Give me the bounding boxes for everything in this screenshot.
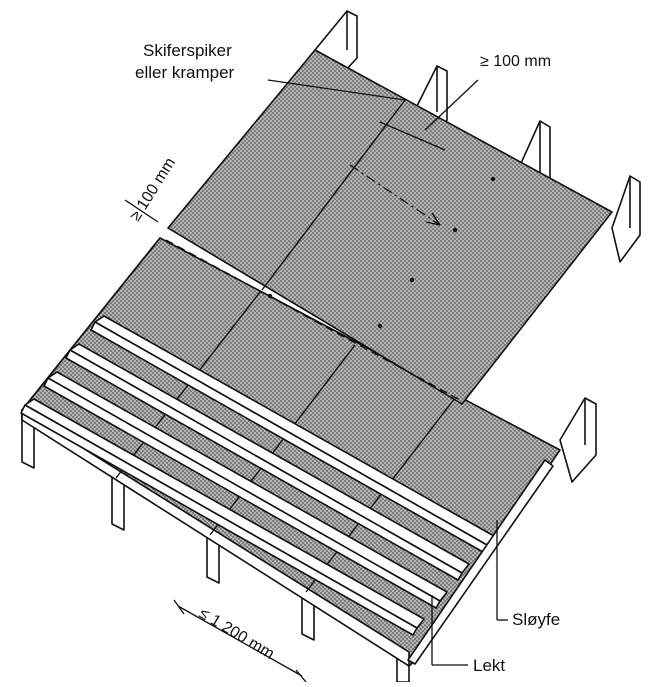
centre-line	[349, 164, 441, 226]
board-joint	[209, 344, 356, 536]
rafter	[559, 397, 597, 483]
nail-label-line2: eller kramper	[135, 63, 235, 82]
nail-dot	[409, 277, 415, 283]
batten	[43, 371, 448, 609]
counter-batten	[407, 459, 554, 665]
arrow-head	[425, 221, 441, 226]
board-joint	[305, 397, 456, 593]
overlap-dashed-line	[165, 239, 461, 401]
spacing-label: ≤ 1 200 mm	[196, 605, 277, 663]
nail-dot	[267, 293, 273, 299]
upper-board	[167, 49, 613, 405]
dimension-tick	[173, 599, 185, 615]
dimension-tick	[295, 669, 307, 683]
sloyfe-label: Sløyfe	[512, 610, 560, 629]
overlap-left-label: ≥ 100 mm	[127, 155, 179, 224]
nail-dot	[452, 227, 458, 233]
batten	[20, 398, 425, 636]
dimension-line	[177, 605, 303, 677]
rafter	[611, 175, 641, 263]
leader-line	[267, 79, 406, 101]
arrow-head	[431, 212, 441, 226]
overlap-top-label: ≥ 100 mm	[480, 53, 551, 70]
batten	[65, 343, 470, 581]
dimension-line	[124, 199, 159, 223]
leader-line	[379, 121, 446, 151]
lekt-label: Lekt	[473, 656, 505, 675]
leader-line	[424, 79, 479, 131]
nail-dot	[490, 176, 496, 182]
upper-board-joint	[261, 99, 406, 291]
batten	[90, 315, 495, 553]
nail-dot	[377, 323, 383, 329]
nail-label-line1: Skiferspiker	[143, 41, 232, 60]
